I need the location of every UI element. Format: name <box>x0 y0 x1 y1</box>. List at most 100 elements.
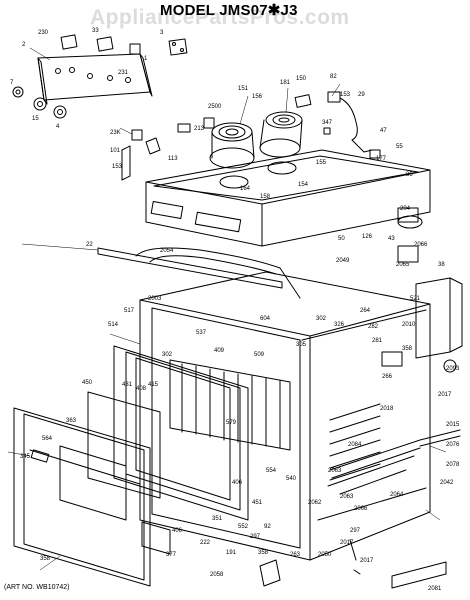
callout: 150 <box>296 76 307 82</box>
callout: 82 <box>330 74 337 80</box>
callout: 47 <box>380 128 387 134</box>
callout: 415 <box>148 382 159 388</box>
callout: 2065 <box>396 262 410 268</box>
callout: 579 <box>226 420 237 426</box>
control-knobs <box>12 86 67 119</box>
callout: 151 <box>238 86 249 92</box>
callout: 363 <box>66 418 77 424</box>
callout: 2 <box>22 42 26 48</box>
callout: 2050 <box>318 552 332 558</box>
bottom-parts <box>259 539 361 587</box>
gasket-frame <box>135 247 301 299</box>
callout: 431 <box>122 382 133 388</box>
callout: 22 <box>86 242 93 248</box>
oven-door <box>13 407 151 587</box>
callout: 297 <box>250 534 261 540</box>
callout: 517 <box>124 308 135 314</box>
callout: 564 <box>42 436 53 442</box>
callout: 406 <box>232 480 243 486</box>
callout: 2063 <box>340 494 354 500</box>
control-panel <box>37 53 153 105</box>
side-brackets <box>121 117 215 181</box>
callout: 2017 <box>340 540 354 546</box>
callout: 2063 <box>328 468 342 474</box>
kick-plate <box>391 561 447 589</box>
callout: 153 <box>340 92 351 98</box>
callout: 514 <box>108 322 119 328</box>
callout: 155 <box>316 160 327 166</box>
callout: 2066 <box>414 242 428 248</box>
callout: 154 <box>298 182 309 188</box>
callout: 358 <box>402 346 413 352</box>
callout: 326 <box>334 322 345 328</box>
callout: 2076 <box>446 442 460 448</box>
callout: 38 <box>438 262 445 268</box>
callout: 554 <box>266 468 277 474</box>
callout: 181 <box>280 80 291 86</box>
callout: 2078 <box>446 462 460 468</box>
callout: 537 <box>196 330 207 336</box>
receptacles <box>294 91 381 159</box>
callout: 156 <box>252 94 263 100</box>
cooktop <box>145 149 431 247</box>
callout: 177 <box>376 156 387 162</box>
callout: 2010 <box>402 322 416 328</box>
callout: 540 <box>286 476 297 482</box>
callout: 406 <box>172 528 183 534</box>
callout: 43 <box>388 236 395 242</box>
callout: 604 <box>260 316 271 322</box>
callout: 222 <box>200 540 211 546</box>
callout: 3 <box>160 30 164 36</box>
right-components <box>381 207 463 447</box>
callout: 451 <box>252 500 263 506</box>
oven-racks <box>169 359 291 451</box>
callout: 2017 <box>360 558 374 564</box>
callout: 4 <box>56 124 60 130</box>
callout: 153 <box>112 164 123 170</box>
callout: 191 <box>226 550 237 556</box>
model-title: MODEL JMS07✱J3 <box>160 2 298 19</box>
callout: 213 <box>194 126 205 132</box>
switch-modules <box>60 34 188 56</box>
callout: 266 <box>382 374 393 380</box>
callout: 2058 <box>210 572 224 578</box>
callout: 2084 <box>348 442 362 448</box>
callout: 345 <box>20 454 31 460</box>
callout: 264 <box>360 308 371 314</box>
callout: 158 <box>260 194 271 200</box>
callout: 281 <box>372 338 383 344</box>
callout: 521 <box>410 296 421 302</box>
callout: 358 <box>258 550 269 556</box>
callout: 85 <box>406 172 413 178</box>
callout: 7 <box>10 80 14 86</box>
callout: 113 <box>168 156 178 162</box>
callout: 358 <box>40 556 51 562</box>
callout: 204 <box>400 206 411 212</box>
diagram-header: MODEL JMS07✱J3 <box>0 0 470 19</box>
callout: 33 <box>92 28 99 34</box>
callout: 302 <box>162 352 173 358</box>
callout: 55 <box>396 144 403 150</box>
callout: 377 <box>166 552 177 558</box>
front-trim <box>97 247 283 289</box>
callout: 347 <box>322 120 333 126</box>
callout: 282 <box>368 324 379 330</box>
callout: 23K <box>110 130 121 136</box>
callout: 231 <box>118 70 129 76</box>
callout: 2500 <box>208 104 222 110</box>
art-number: (ART NO. WB10742) <box>4 584 70 591</box>
callout: 2081 <box>428 586 442 592</box>
callout: 230 <box>38 30 49 36</box>
broiler-pan <box>141 521 171 555</box>
callout: 302 <box>316 316 327 322</box>
callout: 263 <box>290 552 301 558</box>
callout: 2054 <box>160 248 174 254</box>
callout: 2003 <box>148 296 162 302</box>
callout: 2062 <box>308 500 322 506</box>
callout: 50 <box>338 236 345 242</box>
callout: 408 <box>136 386 147 392</box>
oven-body <box>139 271 431 561</box>
callout: 2015 <box>446 422 460 428</box>
